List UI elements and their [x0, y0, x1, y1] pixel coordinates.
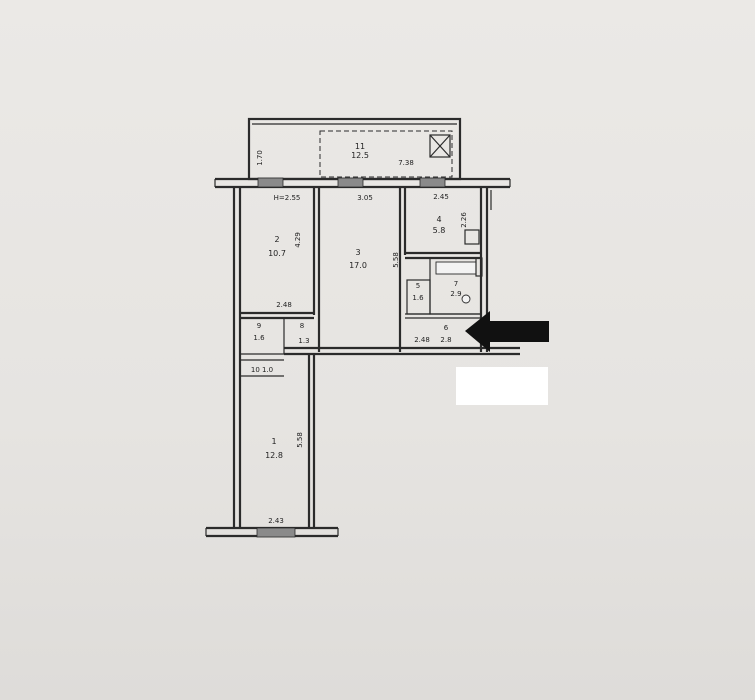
room-1-area: 12.8	[265, 451, 283, 460]
room-9-number: 9	[257, 322, 261, 330]
room-7-area: 2.9	[450, 290, 461, 298]
stair-wall	[486, 190, 492, 210]
sink-icon	[461, 294, 471, 304]
redaction-box	[456, 367, 548, 405]
room-8-area: 1.3	[298, 337, 309, 345]
exterior-wall-bottom	[205, 526, 339, 538]
dim-hall-width: 2.48	[414, 336, 430, 344]
room-2-number: 2	[274, 235, 279, 244]
room-3-area: 17.0	[349, 261, 367, 270]
stove-icon	[464, 229, 480, 245]
bathtub-icon	[435, 257, 483, 277]
room-11-area: 12.5	[351, 151, 369, 160]
dim-room1-width: 2.43	[268, 517, 284, 525]
dim-balcony-width: 7.38	[398, 159, 414, 167]
room-8-number: 8	[300, 322, 304, 330]
dim-room4-depth: 2.26	[460, 212, 468, 228]
dim-room3-width: 3.05	[357, 194, 373, 202]
dim-ceiling-height: H=2.55	[274, 194, 301, 202]
room-3-number: 3	[355, 248, 360, 257]
room-6-area: 2.8	[440, 336, 451, 344]
window-room-2	[257, 177, 284, 188]
room-9-area: 1.6	[253, 334, 265, 342]
dim-room1-depth: 5.58	[296, 432, 304, 448]
balcony-box-icon	[429, 134, 451, 158]
room-4-area: 5.8	[433, 226, 446, 235]
room-11-number: 11	[355, 142, 365, 151]
room-5-number: 5	[416, 282, 420, 290]
room-2-area: 10.7	[268, 249, 286, 258]
window-room-4	[419, 177, 446, 188]
room-1-number: 1	[271, 437, 276, 446]
dim-balcony-depth: 1.70	[256, 150, 264, 166]
exterior-wall-top	[214, 177, 511, 189]
window-room-3	[337, 177, 364, 188]
room-5-area: 1.6	[412, 294, 424, 302]
dim-room3-depth: 5.58	[392, 252, 400, 268]
room-6-number: 6	[444, 324, 449, 332]
room-10-label: 10 1.0	[251, 366, 273, 374]
dim-room2-depth: 4.29	[294, 232, 302, 248]
room-7-number: 7	[454, 280, 458, 288]
dim-room2-width: 2.48	[276, 301, 292, 309]
window-room-1	[256, 527, 296, 538]
room-4-number: 4	[436, 215, 441, 224]
dim-room4-width: 2.45	[433, 193, 449, 201]
arrow-pointer-icon	[465, 311, 549, 352]
